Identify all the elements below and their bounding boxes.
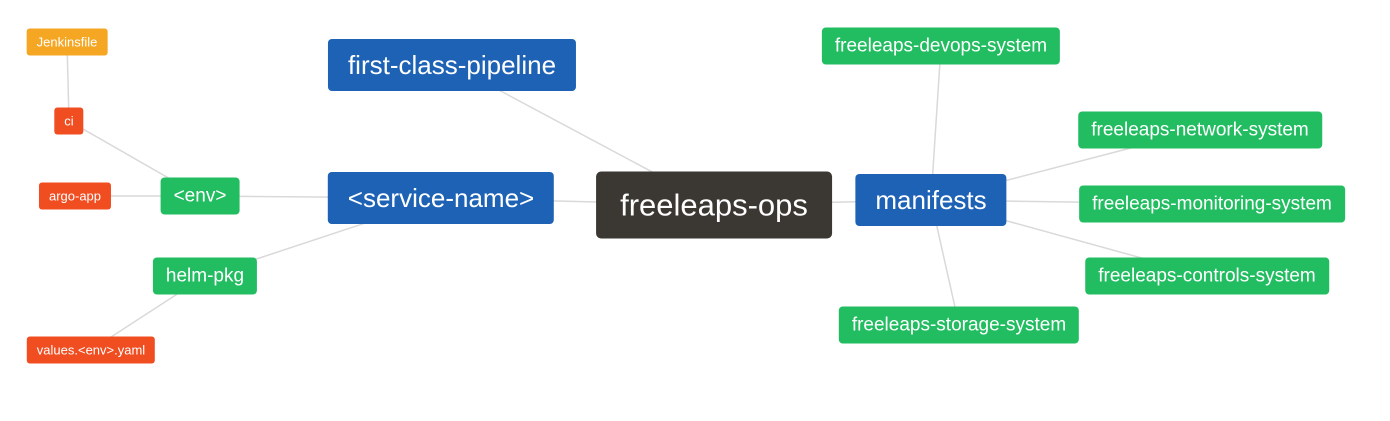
node-freeleaps-network-system[interactable]: freeleaps-network-system xyxy=(1078,111,1322,149)
node-helm-pkg[interactable]: helm-pkg xyxy=(152,257,258,295)
node-first-class-pipeline[interactable]: first-class-pipeline xyxy=(327,39,577,91)
node-freeleaps-ops[interactable]: freeleaps-ops xyxy=(596,171,832,239)
node-manifests[interactable]: manifests xyxy=(855,174,1007,226)
node-values-env-yaml[interactable]: values.<env>.yaml xyxy=(26,336,156,364)
node-freeleaps-monitoring-system[interactable]: freeleaps-monitoring-system xyxy=(1079,185,1345,223)
node-ci[interactable]: ci xyxy=(54,107,84,135)
node-freeleaps-controls-system[interactable]: freeleaps-controls-system xyxy=(1085,257,1329,295)
node-service-name[interactable]: <service-name> xyxy=(327,172,555,224)
node-env[interactable]: <env> xyxy=(160,177,240,215)
node-argo-app[interactable]: argo-app xyxy=(38,182,112,210)
node-freeleaps-devops-system[interactable]: freeleaps-devops-system xyxy=(821,27,1061,65)
node-jenkinsfile[interactable]: Jenkinsfile xyxy=(26,28,108,56)
node-freeleaps-storage-system[interactable]: freeleaps-storage-system xyxy=(838,306,1080,344)
